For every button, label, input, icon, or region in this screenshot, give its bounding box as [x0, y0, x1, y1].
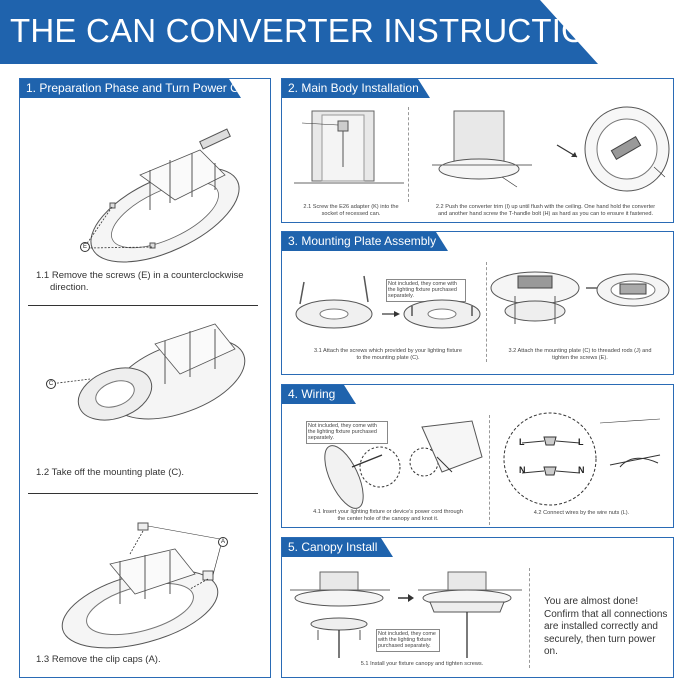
section-header: 1. Preparation Phase and Turn Power Off [20, 79, 241, 98]
wire-label-line-right: L [578, 437, 584, 447]
divider [486, 262, 487, 362]
caption-step-4-1: 4.1 Insert your lighting fixture or devi… [313, 509, 463, 522]
illustration-connect-wires [503, 412, 661, 506]
caption-step-1-3: 1.3 Remove the clip caps (A). [36, 654, 161, 665]
section-header: 5. Canopy Install [282, 538, 393, 557]
divider [28, 305, 258, 306]
illustration-push-converter-trim [432, 106, 670, 192]
wire-label-neutral-right: N [578, 465, 585, 475]
caption-step-3-1: 3.1 Attach the screws which provided by … [314, 348, 462, 361]
section-canopy-install: 5. Canopy Install Not included, they com… [281, 537, 674, 678]
divider [408, 107, 409, 202]
not-included-note: Not included, they come with the lightin… [386, 279, 466, 302]
caption-step-1-1: 1.1 Remove the screws (E) in a countercl… [36, 270, 244, 293]
title-banner [0, 0, 598, 64]
divider [28, 493, 258, 494]
wire-label-neutral-left: N [519, 465, 526, 475]
section-header: 2. Main Body Installation [282, 79, 430, 98]
section-header: 3. Mounting Plate Assembly [282, 232, 448, 251]
page-title: THE CAN CONVERTER INSTRUCTION [10, 12, 612, 49]
caption-step-1-2: 1.2 Take off the mounting plate (C). [36, 467, 185, 478]
illustration-attach-plate-to-rods [490, 271, 670, 324]
caption-step-4-2: 4.2 Connect wires by the wire nuts (L). [533, 510, 630, 516]
caption-step-2-2: 2.2 Push the converter trim (I) up until… [435, 204, 656, 217]
section-wiring: 4. Wiring Not included, they come with t… [281, 384, 674, 528]
illustration-insert-power-cord [324, 420, 483, 509]
section-mounting-plate: 3. Mounting Plate Assembly Not included,… [281, 231, 674, 375]
illustration-take-off-plate [49, 323, 246, 421]
illustration-attach-screws-plate [295, 275, 481, 329]
caption-step-2-1: 2.1 Screw the E26 adapter (K) into the s… [303, 204, 399, 217]
section-header: 4. Wiring [282, 385, 356, 404]
label-e-marker: E [80, 242, 90, 252]
illustration-screw-adapter [294, 110, 404, 184]
section-preparation: 1. Preparation Phase and Turn Power Off … [19, 78, 271, 678]
label-c-marker: C [46, 379, 56, 389]
completion-message: You are almost done! Confirm that all co… [544, 596, 668, 657]
illustration-install-canopy [290, 571, 522, 658]
section-main-body: 2. Main Body Installation 2.1 Screw the … [281, 78, 674, 223]
wire-label-line-left: L [519, 437, 525, 447]
caption-step-5-1: 5.1 Install your fixture canopy and tigh… [360, 661, 484, 667]
label-a-marker: A [218, 537, 228, 547]
divider [529, 568, 530, 668]
illustration-remove-screws [85, 128, 240, 263]
caption-step-3-2: 3.2 Attach the mounting plate (C) to thr… [508, 348, 652, 361]
not-included-note: Not included, they come with the lightin… [376, 629, 440, 652]
divider [489, 415, 490, 525]
illustration-remove-clip-caps [61, 522, 223, 649]
not-included-note: Not included, they come with the lightin… [306, 421, 388, 444]
